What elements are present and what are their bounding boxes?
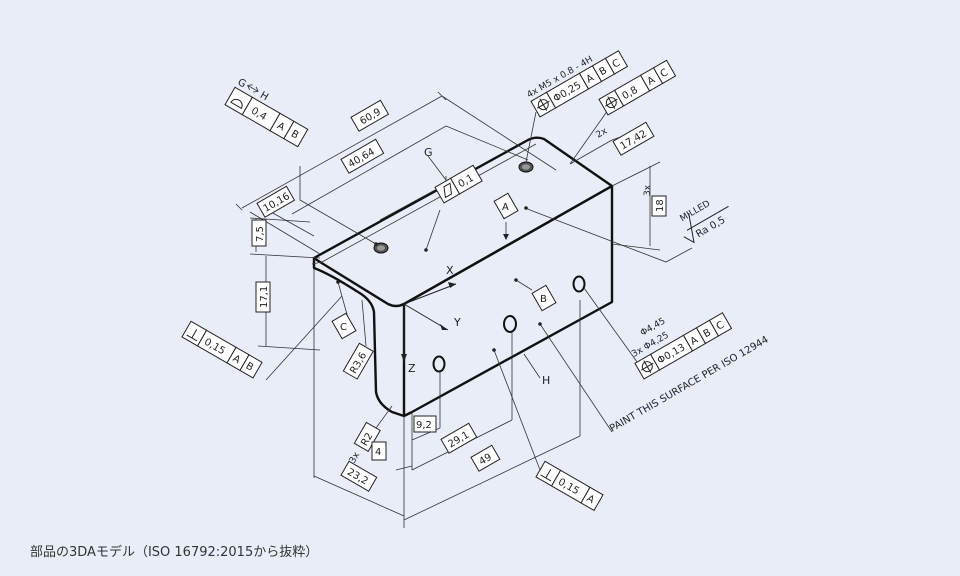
svg-text:C: C [715,320,727,333]
x-axis-label: X [446,264,454,277]
x-axis [403,283,457,305]
dim-7-5: 7,5 [251,219,267,247]
holes [373,161,586,373]
svg-text:9,2: 9,2 [416,420,432,431]
svg-text:B: B [702,327,714,340]
svg-text:4: 4 [375,447,381,458]
surface-h-label: H [542,374,550,387]
tangent-edge [321,143,537,263]
bent-flange [312,258,413,418]
through-hole [503,315,517,333]
svg-text:A: A [585,493,597,506]
surface-finish: MILLED Ra 0,5 [679,199,729,244]
dim-23-2: 23,2 [340,460,378,492]
dim-40-64: 40,64 [340,138,385,174]
y-axis-label: Y [453,316,461,329]
svg-text:18: 18 [655,199,666,212]
svg-text:B: B [289,129,301,142]
svg-text:A: A [646,75,658,88]
svg-text:2x: 2x [595,126,610,141]
flatness-fcf: 0,1 [434,164,483,204]
svg-text:A: A [502,202,509,213]
dim-4: 4 [371,441,387,461]
dim-18: 3x 18 [643,184,667,217]
figure-caption: 部品の3DAモデル（ISO 16792:2015から抜粋） [30,545,319,560]
dim-2x: 2x [595,126,610,141]
leader-dots [336,206,542,352]
svg-text:C: C [659,67,671,80]
dim-r3-6: R3,6 [342,342,374,380]
dim-49: 49 [470,444,501,472]
svg-text:C: C [340,322,347,333]
dim-17-1: 17,1 [255,281,271,313]
svg-text:B: B [244,361,256,374]
svg-text:MILLED: MILLED [679,199,713,224]
perpendicularity-icon [186,329,198,342]
position-fcf-top: 0,8 A C [598,59,677,116]
flatness-icon [443,182,453,199]
dim-29-1: 29,1 [440,422,478,454]
datum-a: A [493,192,519,240]
dim-10-16: 10,16 [256,185,296,218]
svg-text:C: C [611,58,623,71]
through-hole [572,275,586,293]
dimension-lines [235,91,693,528]
svg-text:17,1: 17,1 [259,286,270,308]
profile-fcf: G H 0,4 A B [224,77,309,148]
svg-text:7,5: 7,5 [255,226,266,242]
dim-17-42: 17,42 [612,121,655,156]
perp-fcf-left: 0,15 A B [181,320,263,379]
surface-g-label: G [424,146,433,159]
front-face [403,184,614,414]
svg-text:A: A [585,73,597,86]
svg-text:A: A [231,353,243,366]
dim-9-2: 9,2 [413,415,437,433]
svg-text:B: B [598,65,610,78]
svg-text:A: A [275,121,287,134]
svg-text:B: B [540,294,547,305]
surface-finish-icon [683,205,729,244]
perp-fcf-bottom: 0,15 A [535,460,604,512]
datum-b: B [531,284,557,312]
svg-text:Ra 0,5: Ra 0,5 [694,215,727,241]
coordinate-axes: X Y Z [401,264,461,375]
svg-text:A: A [689,335,701,348]
datum-c: C [331,312,357,340]
through-hole [432,355,446,373]
dim-60-9: 60,9 [350,99,390,132]
svg-text:3x: 3x [643,184,653,196]
z-axis-label: Z [408,362,416,375]
profile-icon [230,98,243,110]
